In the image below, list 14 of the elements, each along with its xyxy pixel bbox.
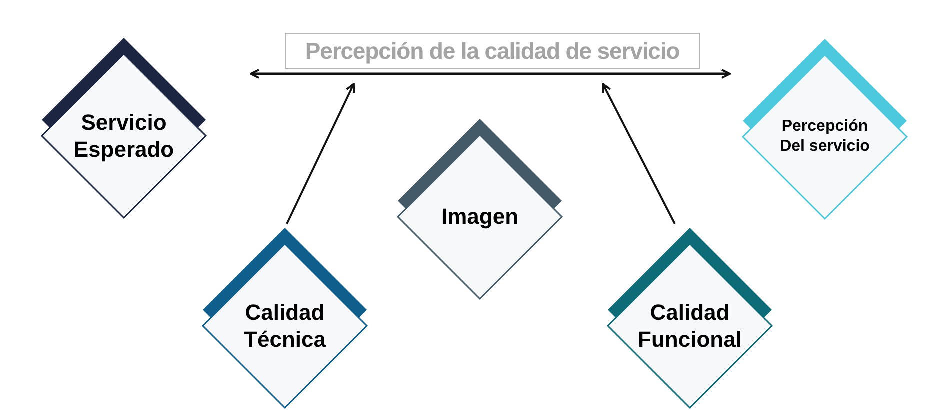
diamond-card: [40, 36, 208, 220]
diamond-label: Percepción Del servicio: [779, 117, 871, 157]
title-text-box: [285, 33, 700, 69]
diamond-card: [396, 117, 564, 301]
title-text: Percepción de la calidad de servicio: [305, 36, 680, 66]
diamond-label: Calidad Funcional: [637, 298, 743, 354]
diamond-label: Servicio Esperado: [72, 108, 176, 164]
diamond-label: Calidad Técnica: [243, 298, 328, 354]
diamond-card: [201, 226, 369, 410]
arrow: [602, 83, 676, 224]
diamond-label: Imagen: [440, 203, 520, 231]
arrow: [286, 83, 356, 224]
diamond-card: [741, 37, 909, 221]
diamond-card: [606, 226, 774, 410]
